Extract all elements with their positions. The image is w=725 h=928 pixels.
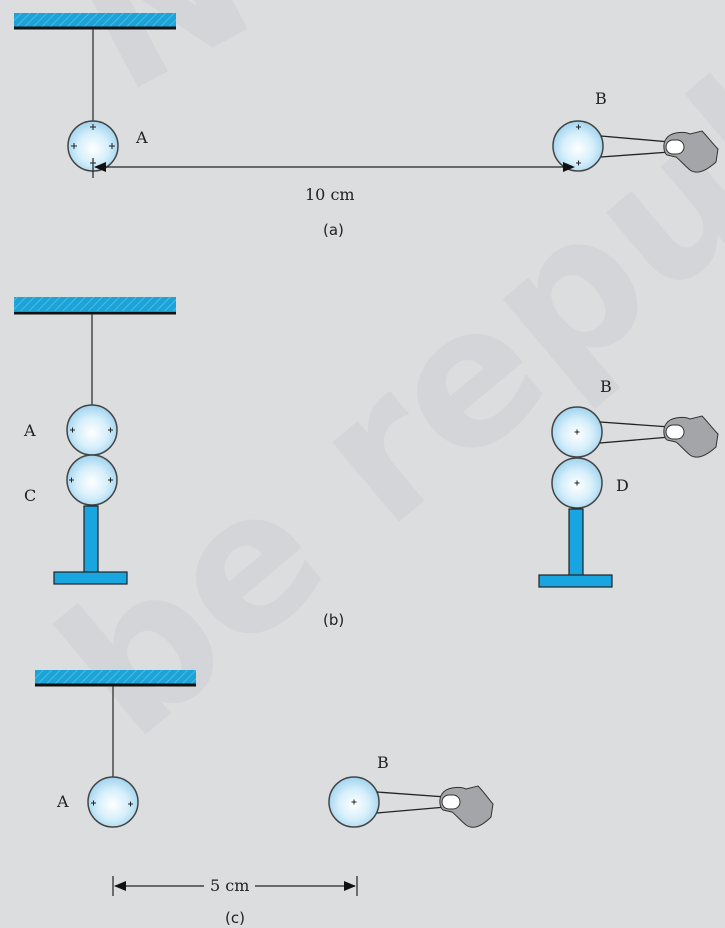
panel-a <box>14 13 719 178</box>
panel-c <box>35 670 494 896</box>
hand-grip-icon <box>665 424 685 440</box>
ceiling-a <box>14 13 176 27</box>
caption-a: (a) <box>323 221 344 239</box>
charges-sphere-b-panel-a <box>576 124 581 166</box>
arrow-right-a <box>563 162 575 172</box>
ceiling-b <box>14 297 176 311</box>
hand-grip-icon <box>665 139 685 155</box>
stand-post-c <box>83 505 99 574</box>
label-b-panel-b: B <box>600 377 612 396</box>
panel-b <box>14 297 719 588</box>
insulating-tongs-b-panel-a <box>600 135 671 158</box>
charges-sphere-c-panel-b <box>69 477 113 483</box>
label-b-panel-a: B <box>595 89 607 108</box>
charges-sphere-a-panel-b <box>70 427 113 433</box>
caption-c: (c) <box>225 909 245 927</box>
charge-sphere-b-panel-b <box>574 429 580 435</box>
label-a-panel-a: A <box>136 128 148 147</box>
distance-label-c: 5 cm <box>204 878 256 894</box>
insulating-tongs-b-panel-b <box>599 421 671 444</box>
label-b-panel-c: B <box>377 753 389 772</box>
label-c-panel-b: C <box>24 486 37 505</box>
ceiling-c <box>35 670 196 684</box>
charge-sphere-b-panel-c <box>351 799 357 805</box>
charges-sphere-a-panel-c <box>91 800 133 807</box>
sphere-b-panel-a <box>552 120 604 172</box>
distance-label-a: 10 cm <box>299 187 361 203</box>
sphere-c-panel-b <box>66 454 118 506</box>
arrow-right-c <box>344 881 356 891</box>
hand-grip-icon <box>441 794 461 810</box>
stand-base-d <box>538 574 613 588</box>
label-a-panel-c: A <box>57 792 69 811</box>
label-a-panel-b: A <box>24 421 36 440</box>
caption-b: (b) <box>323 611 345 629</box>
insulating-tongs-b-panel-c <box>376 791 447 814</box>
sphere-a-panel-c <box>87 776 139 828</box>
label-d-panel-b: D <box>616 476 629 495</box>
stand-base-c <box>53 571 128 585</box>
arrow-left-a <box>94 162 106 172</box>
charge-sphere-d-panel-b <box>574 480 580 486</box>
arrow-left-c <box>114 881 126 891</box>
stand-post-d <box>568 508 584 577</box>
